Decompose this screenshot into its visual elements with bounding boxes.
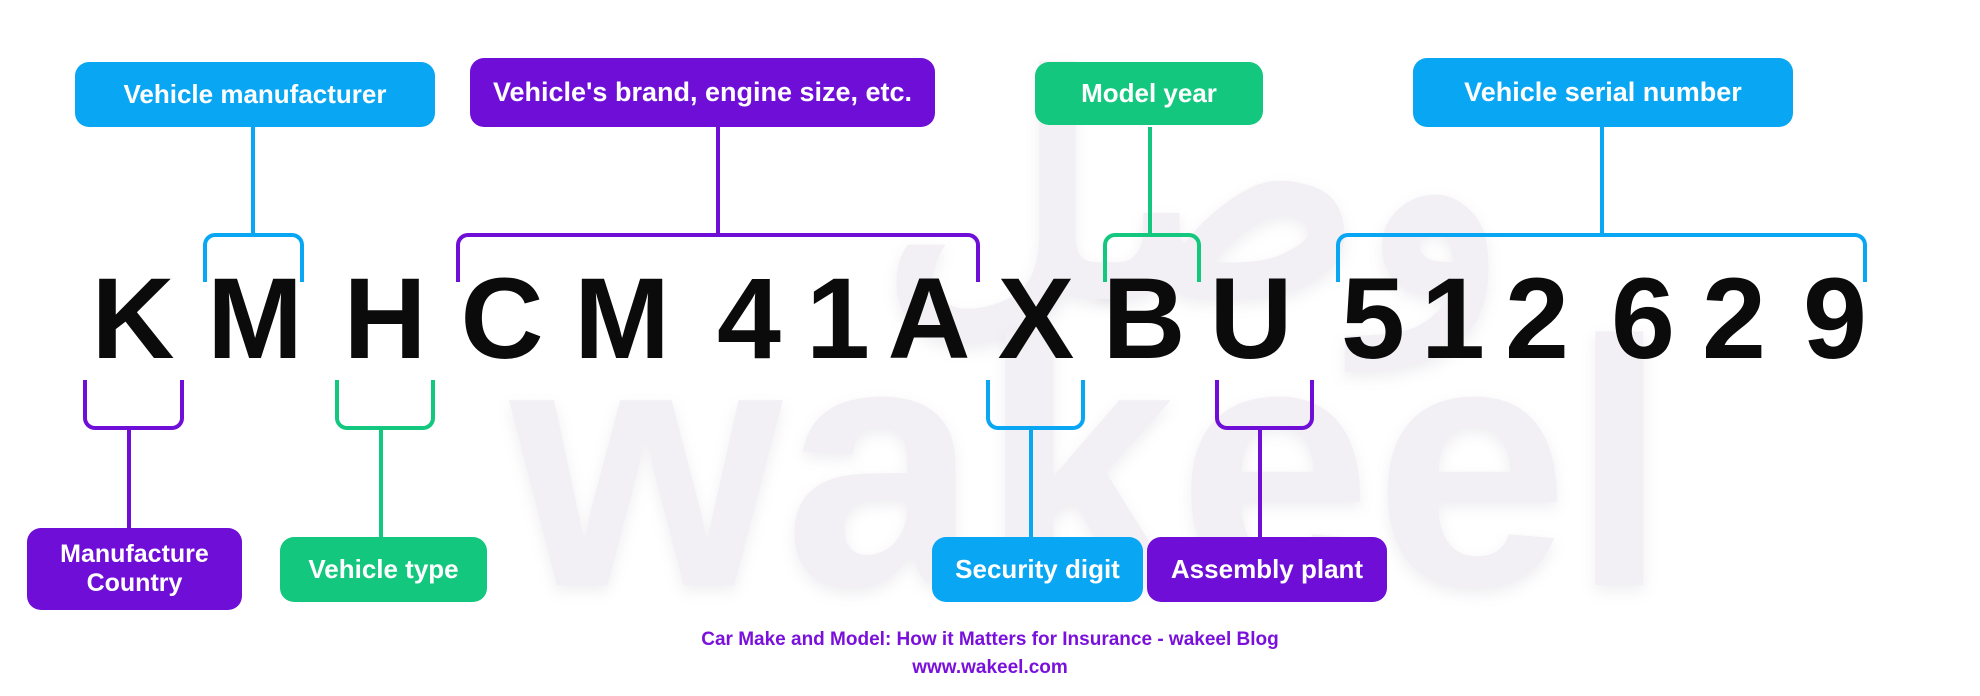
label-security-digit: Security digit [932, 537, 1143, 602]
connector-vehicle-manufacturer [251, 127, 255, 235]
connector-manufacture-country [127, 426, 131, 528]
label-model-year: Model year [1035, 62, 1263, 125]
connector-brand-engine-size [716, 127, 720, 235]
vin-character: H [343, 255, 427, 383]
connector-security-digit [1029, 426, 1033, 537]
bracket-model-year [1103, 233, 1201, 282]
label-vehicle-manufacturer: Vehicle manufacturer [75, 62, 435, 127]
bracket-brand-engine-size [456, 233, 980, 282]
label-brand-engine-size: Vehicle's brand, engine size, etc. [470, 58, 935, 127]
label-vehicle-type: Vehicle type [280, 537, 487, 602]
bracket-security-digit [986, 380, 1085, 430]
vin-character: U [1209, 255, 1293, 383]
footer-url: www.wakeel.com [912, 657, 1068, 678]
vin-character: 4 [717, 255, 781, 383]
connector-assembly-plant [1258, 426, 1262, 537]
vin-character: 1 [1421, 255, 1485, 383]
vin-character: 1 [806, 255, 870, 383]
vin-character: M [574, 255, 670, 383]
connector-vehicle-serial-number [1600, 127, 1604, 235]
bracket-vehicle-serial-number [1336, 233, 1867, 282]
footer-caption: Car Make and Model: How it Matters for I… [701, 629, 1279, 650]
vin-character: M [207, 255, 303, 383]
vin-character: X [997, 255, 1075, 383]
label-assembly-plant: Assembly plant [1147, 537, 1387, 602]
connector-vehicle-type [379, 426, 383, 537]
bracket-manufacture-country [83, 380, 184, 430]
bracket-vehicle-type [335, 380, 435, 430]
connector-model-year [1148, 127, 1152, 235]
vin-character: 2 [1702, 255, 1766, 383]
label-manufacture-country: Manufacture Country [27, 528, 242, 610]
vin-character: K [91, 255, 175, 383]
vin-character: 6 [1611, 255, 1675, 383]
bracket-vehicle-manufacturer [203, 233, 304, 282]
vin-character: B [1102, 255, 1186, 383]
vin-character: C [460, 255, 544, 383]
vin-character: 5 [1341, 255, 1405, 383]
vin-character: 2 [1505, 255, 1569, 383]
bracket-assembly-plant [1215, 380, 1314, 430]
label-vehicle-serial-number: Vehicle serial number [1413, 58, 1793, 127]
vin-character: A [887, 255, 971, 383]
